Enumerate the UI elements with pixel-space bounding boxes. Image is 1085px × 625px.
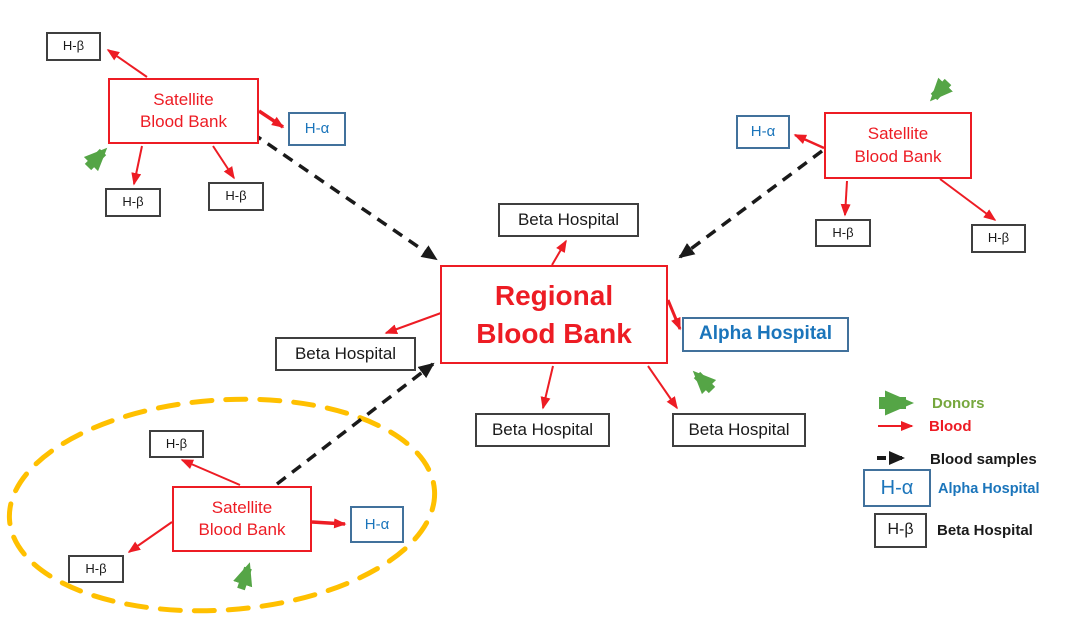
legend-blood-label: Blood [929,418,972,435]
node-label-line1: Satellite [153,89,214,109]
blood-arrow-satellite-tl-to-hbeta-1 [106,49,148,78]
node-label: H-β [987,230,1010,246]
node-label-line2: Blood Bank [476,317,632,349]
blood-arrow-satellite-r-to-hbeta-5 [939,178,997,221]
blood-sample-arrow-satellite-bottom-left-to-regional [275,362,435,486]
node-label-line2: Blood Bank [854,146,942,166]
node-label: H-β [122,194,144,210]
satellite-blood-bank-top-left-node: Satellite Blood Bank [108,78,259,144]
blood-arrow-satellite-r-to-halpha [793,133,825,150]
node-label: H-β [62,38,85,54]
satellite-blood-bank-right-node: Satellite Blood Bank [824,112,972,179]
blood-arrow-satellite-bl-to-hbeta-7 [127,521,173,553]
h-beta-node-6: H-β [149,430,204,458]
legend-beta-hospital-label: Beta Hospital [937,522,1033,539]
blood-arrow-satellite-bl-to-hbeta-6 [180,459,241,486]
beta-hospital-left-node: Beta Hospital [275,337,416,371]
beta-hospital-top-node: Beta Hospital [498,203,639,237]
blood-arrow-satellite-bl-to-halpha [311,518,347,529]
legend-h-beta-label: H-β [887,521,914,539]
donor-arrow-regional [692,370,717,395]
beta-hospital-bottom-right-node: Beta Hospital [672,413,806,447]
beta-hospital-bottom-center-node: Beta Hospital [475,413,610,447]
blood-arrow-regional-to-beta-bottom-right [647,365,678,410]
donor-arrow-satellite-top-left [83,147,108,172]
blood-arrow-satellite-r-to-hbeta-4 [840,180,851,217]
regional-blood-bank-node: Regional Blood Bank [440,265,668,364]
h-beta-node-7: H-β [68,555,124,583]
node-label: Beta Hospital [688,419,790,439]
blood-arrow-satellite-tl-to-hbeta-2 [131,145,143,186]
h-alpha-top-left-node: H-α [288,112,346,146]
node-label: Beta Hospital [491,419,594,439]
h-beta-node-2: H-β [105,188,161,217]
h-beta-node-4: H-β [815,219,871,247]
node-label-line2: Blood Bank [198,520,286,539]
node-label: Beta Hospital [294,343,397,363]
node-label-line1: Satellite [867,124,929,144]
node-label-line2: Blood Bank [140,112,227,131]
node-label: H-α [304,120,330,138]
node-label: H-β [85,560,107,576]
h-beta-node-1: H-β [46,32,101,61]
group-outline-ellipse [6,396,438,614]
blood-arrow-satellite-tl-to-hbeta-3 [212,145,235,180]
h-alpha-bottom-left-node: H-α [350,506,404,543]
donor-arrow-satellite-right [929,77,953,102]
alpha-hospital-node: Alpha Hospital [682,317,849,352]
h-beta-node-5: H-β [971,224,1026,253]
legend-h-alpha-box: H-α [863,469,931,507]
blood-arrow-satellite-tl-to-halpha [258,109,285,129]
blood-arrow-regional-to-beta-left [384,312,442,334]
node-label-line1: Satellite [211,497,273,517]
legend-h-beta-box: H-β [874,513,927,548]
node-label: Beta Hospital [517,209,620,229]
h-alpha-right-node: H-α [736,115,790,149]
legend-donors-label: Donors [932,395,985,412]
node-label-line1: Regional [494,279,614,311]
satellite-blood-bank-bottom-left-node: Satellite Blood Bank [172,486,312,552]
blood-arrow-regional-to-alpha-hospital [666,299,682,331]
node-label: H-β [165,435,188,451]
blood-sample-arrow-satellite-top-left-to-regional [251,131,438,261]
legend-alpha-hospital-label: Alpha Hospital [938,481,1040,497]
blood-sample-arrow-satellite-right-to-regional [678,149,824,259]
h-beta-node-3: H-β [208,182,264,211]
node-label: H-β [225,188,247,204]
node-label: H-α [750,123,776,141]
legend-blood-samples-label: Blood samples [930,451,1037,468]
node-label: H-β [832,224,854,240]
donor-arrow-satellite-bottom-left [233,562,253,591]
blood-arrow-regional-to-beta-top [551,239,567,266]
blood-arrow-regional-to-beta-bottom-center [540,365,554,410]
node-label: H-α [364,515,390,533]
legend-h-alpha-label: H-α [880,477,914,499]
node-label: Alpha Hospital [698,323,832,345]
